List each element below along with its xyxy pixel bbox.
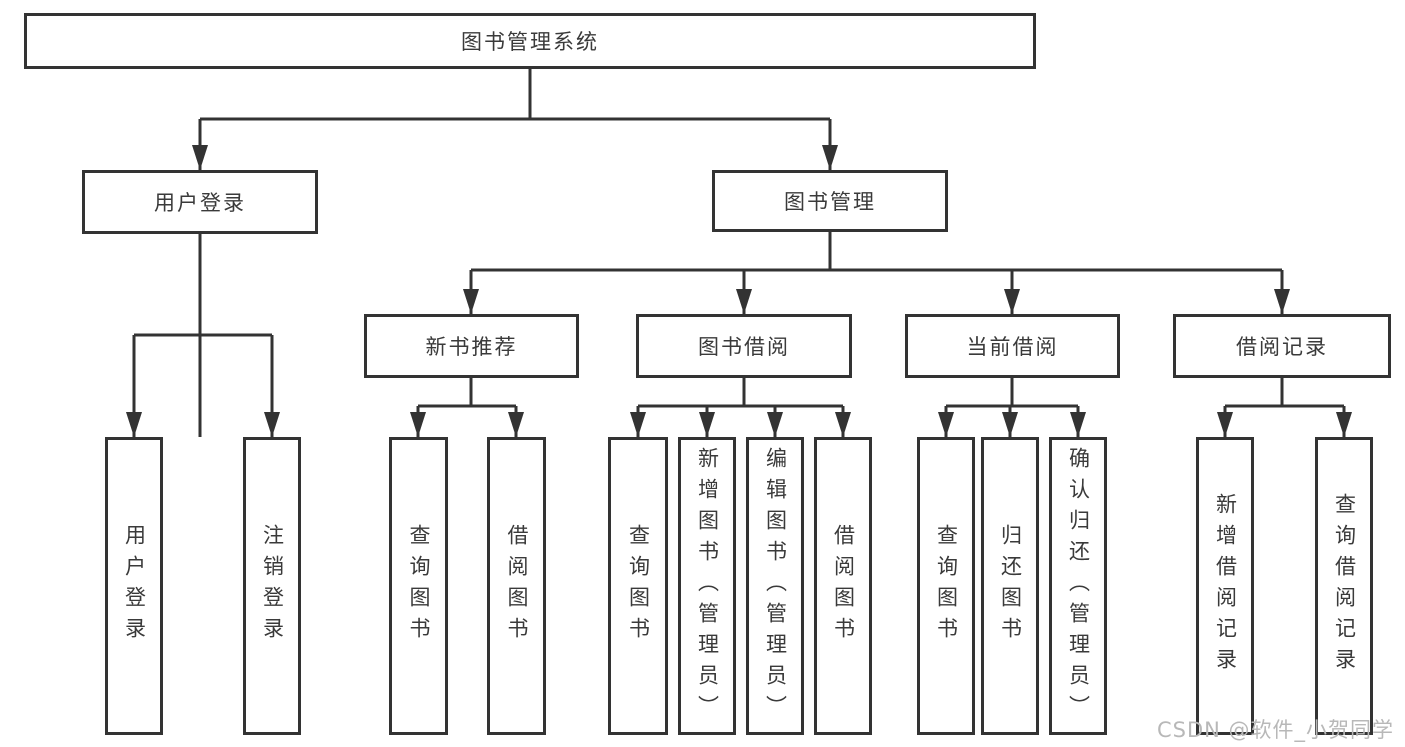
leaf-newbook-query-books: 查询图书 bbox=[389, 437, 448, 735]
arrow-down-icon bbox=[699, 412, 715, 437]
node-new-book-recommend: 新书推荐 bbox=[364, 314, 579, 378]
arrow-down-icon bbox=[1274, 289, 1290, 314]
arrow-down-icon bbox=[264, 412, 280, 437]
leaf-logout: 注销登录 bbox=[243, 437, 301, 735]
leaf-current-confirm-return-admin: 确认归还（管理员） bbox=[1049, 437, 1107, 735]
connector-new-book bbox=[416, 378, 518, 437]
arrow-down-icon bbox=[508, 412, 524, 437]
node-root: 图书管理系统 bbox=[24, 13, 1036, 69]
arrow-down-icon bbox=[630, 412, 646, 437]
leaf-borrow-query-books: 查询图书 bbox=[608, 437, 668, 735]
leaf-borrow-add-books-admin: 新增图书（管理员） bbox=[678, 437, 736, 735]
node-book-borrowing: 图书借阅 bbox=[636, 314, 852, 378]
arrow-down-icon bbox=[192, 145, 208, 170]
arrow-down-icon bbox=[822, 145, 838, 170]
node-current-borrowing: 当前借阅 bbox=[905, 314, 1120, 378]
watermark: CSDN @软件_小贺同学 bbox=[1157, 718, 1395, 742]
arrow-down-icon bbox=[1336, 412, 1352, 437]
leaf-user-login: 用户登录 bbox=[105, 437, 163, 735]
node-book-management: 图书管理 bbox=[712, 170, 948, 232]
node-borrowing-records: 借阅记录 bbox=[1173, 314, 1391, 378]
connector-book-management bbox=[469, 268, 1284, 314]
leaf-current-query-books: 查询图书 bbox=[917, 437, 975, 735]
leaf-records-query-record: 查询借阅记录 bbox=[1315, 437, 1373, 735]
connector-book-borrowing bbox=[636, 378, 845, 437]
connector-user-login bbox=[132, 333, 274, 437]
leaf-borrow-borrow-books: 借阅图书 bbox=[814, 437, 872, 735]
leaf-current-return-books: 归还图书 bbox=[981, 437, 1039, 735]
arrowhead-icons bbox=[126, 145, 1352, 437]
leaf-newbook-borrow-books: 借阅图书 bbox=[487, 437, 546, 735]
arrow-down-icon bbox=[1002, 412, 1018, 437]
arrow-down-icon bbox=[1004, 289, 1020, 314]
leaf-borrow-edit-books-admin: 编辑图书（管理员） bbox=[746, 437, 804, 735]
arrow-down-icon bbox=[1070, 412, 1086, 437]
leaf-records-add-record: 新增借阅记录 bbox=[1196, 437, 1254, 735]
arrow-down-icon bbox=[410, 412, 426, 437]
arrow-down-icon bbox=[463, 289, 479, 314]
node-user-login: 用户登录 bbox=[82, 170, 318, 234]
connector-borrowing-records bbox=[1223, 378, 1346, 437]
arrow-down-icon bbox=[938, 412, 954, 437]
arrow-down-icon bbox=[1217, 412, 1233, 437]
arrow-down-icon bbox=[767, 412, 783, 437]
arrow-down-icon bbox=[736, 289, 752, 314]
arrow-down-icon bbox=[835, 412, 851, 437]
connector-root bbox=[198, 69, 832, 437]
arrow-down-icon bbox=[126, 412, 142, 437]
